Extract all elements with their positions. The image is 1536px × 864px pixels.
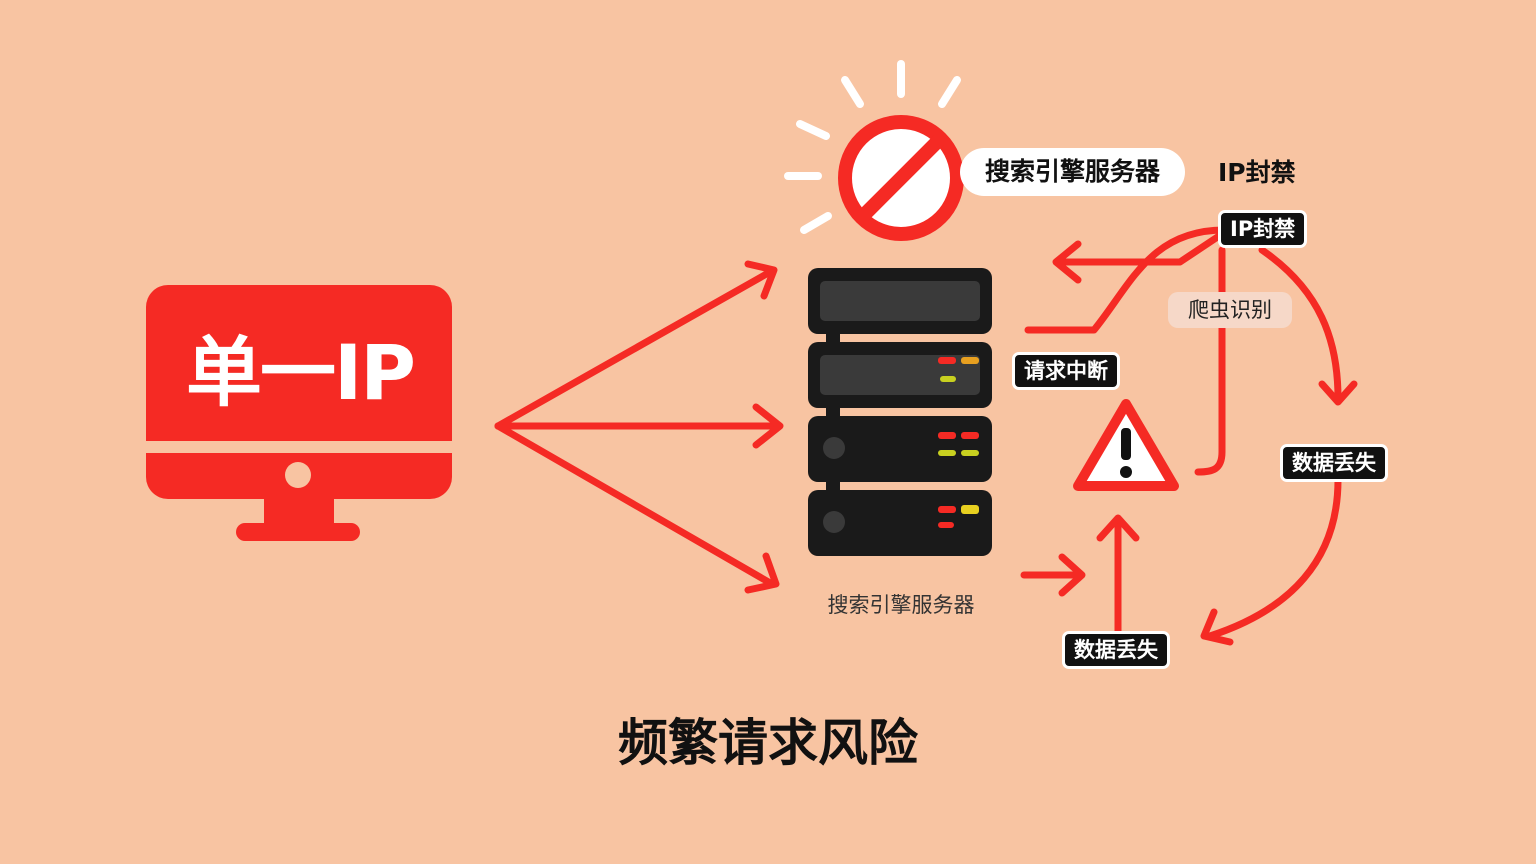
arc-to-data-loss — [1258, 246, 1342, 402]
prohibited-icon — [784, 60, 964, 241]
monitor-icon — [146, 285, 452, 541]
page-title: 频繁请求风险 — [618, 714, 918, 772]
ip-ban-tag: IP封禁 — [1218, 210, 1308, 248]
warning-icon — [1073, 399, 1179, 491]
server-rack-icon — [808, 268, 992, 556]
data-loss-tag-bottom: 数据丢失 — [1062, 631, 1170, 669]
server-caption: 搜索引擎服务器 — [827, 593, 975, 617]
crawler-detect-label: 爬虫识别 — [1168, 292, 1292, 328]
arrow-to-server-top — [494, 268, 774, 430]
ip-ban-heading: IP封禁 — [1218, 158, 1296, 187]
request-arrows — [494, 260, 784, 594]
arrow-to-server-bottom — [494, 422, 776, 588]
ban-link — [1024, 226, 1228, 334]
arc-to-bottom — [1206, 476, 1342, 640]
monitor-label: 单一IP — [186, 328, 416, 417]
crawler-detect-line — [1194, 246, 1226, 476]
request-interrupt-tag: 请求中断 — [1012, 352, 1120, 390]
data-loss-tag-right: 数据丢失 — [1280, 444, 1388, 482]
ban-return-arrow — [1056, 230, 1226, 266]
failure-flows — [1020, 226, 1358, 646]
server-label-pill: 搜索引擎服务器 — [960, 148, 1185, 196]
